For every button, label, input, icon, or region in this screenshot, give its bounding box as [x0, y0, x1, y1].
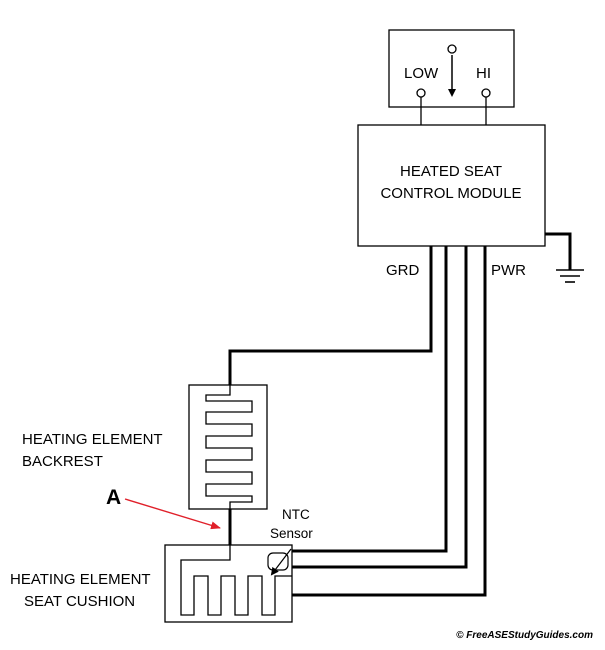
- selector-switch: LOW HI: [388, 29, 515, 125]
- sensor-label: Sensor: [270, 526, 313, 541]
- backrest-heating-coil: [205, 385, 253, 509]
- switch-hi-label: HI: [476, 65, 491, 82]
- module-title-line1: HEATED SEAT: [400, 163, 502, 180]
- cushion-label-line1: HEATING ELEMENT: [10, 571, 151, 588]
- backrest-box: [188, 384, 268, 510]
- control-module-box: [357, 124, 546, 247]
- switch-hi-terminal: [481, 88, 491, 98]
- cushion-label-line2: SEAT CUSHION: [24, 593, 135, 610]
- ntc-variable-arrow-icon: [270, 548, 292, 576]
- grd-label: GRD: [386, 262, 420, 279]
- switch-low-label: LOW: [404, 65, 439, 82]
- module-title-line2: CONTROL MODULE: [380, 185, 521, 202]
- sensor-wire-1: [292, 246, 448, 553]
- seat-cushion-box: [164, 544, 293, 623]
- callout-a-letter: A: [106, 486, 121, 509]
- seat-cushion-element: HEATING ELEMENT SEAT CUSHION: [10, 544, 293, 623]
- backrest-label-line1: HEATING ELEMENT: [22, 431, 163, 448]
- backrest-element: HEATING ELEMENT BACKREST: [22, 384, 268, 510]
- control-module: HEATED SEAT CONTROL MODULE: [357, 124, 546, 247]
- switch-common-terminal: [447, 44, 457, 54]
- ntc-label: NTC: [282, 507, 310, 522]
- sensor-wire-2: [292, 246, 468, 569]
- backrest-label-line2: BACKREST: [22, 453, 103, 470]
- chassis-ground: [545, 232, 584, 283]
- grd-wire: [228, 246, 433, 385]
- copyright-text: © FreeASEStudyGuides.com: [456, 630, 593, 641]
- switch-low-terminal: [416, 88, 426, 98]
- cushion-heating-coil: [180, 545, 292, 616]
- ground-wire: [545, 232, 572, 270]
- callout-a: A: [106, 486, 221, 530]
- pwr-wire: [292, 246, 487, 597]
- callout-a-arrow-icon: [124, 498, 221, 530]
- pwr-label: PWR: [491, 262, 526, 279]
